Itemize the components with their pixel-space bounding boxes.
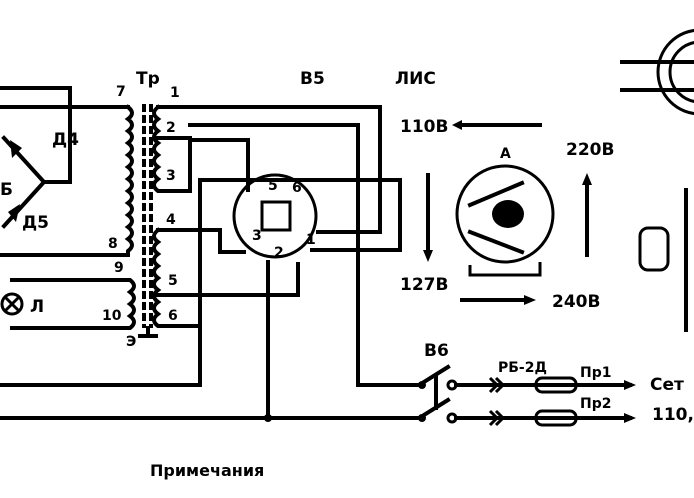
lamp-label: Л: [30, 297, 44, 317]
terminal-5: 5: [168, 273, 178, 289]
pin-label: 1: [306, 232, 316, 248]
fuse-type-label: РБ-2Д: [498, 360, 547, 376]
ground-label: Э: [126, 334, 136, 350]
pin-label: 6: [292, 180, 302, 196]
pin-label: 2: [274, 245, 284, 261]
position-220v: 220В: [566, 140, 614, 160]
selector-type-label: ЛИС: [395, 69, 436, 89]
switch-label: В6: [424, 341, 449, 361]
terminal-7: 7: [116, 84, 126, 100]
mains-label: Сет: [650, 375, 684, 395]
notes-title: Примечания: [150, 461, 264, 480]
lamp: Л: [0, 292, 44, 317]
diode-d5-label: Д5: [22, 213, 49, 233]
position-127v: 127В: [400, 275, 448, 295]
rectifier-bridge: Д4 Д5 Б: [0, 86, 130, 233]
position-110v: 110В: [400, 117, 448, 137]
pin-label: 3: [252, 228, 262, 244]
terminal-4: 4: [166, 212, 176, 228]
terminal-10: 10: [102, 308, 122, 324]
transformer-label: Тр: [136, 69, 160, 89]
dial-mark: A: [500, 146, 511, 162]
selector-dial: A 110В 220В 127В 240В: [400, 117, 614, 312]
partial-component: [620, 28, 694, 332]
terminal-6: 6: [168, 308, 178, 324]
node-label: Б: [0, 180, 13, 200]
transformer: Тр 7 1 2 3 4 5 6 8 9 10 Э: [0, 69, 202, 350]
terminal-2: 2: [166, 120, 176, 136]
terminal-3: 3: [166, 168, 176, 184]
terminal-1: 1: [170, 85, 180, 101]
power-input: В6 РБ-2Д Пр1 Пр2 Сет 110,: [418, 341, 694, 427]
diode-d4-label: Д4: [52, 130, 79, 150]
selector-label: В5: [300, 69, 325, 89]
terminal-8: 8: [108, 236, 118, 252]
position-240v: 240В: [552, 292, 600, 312]
pin-label: 5: [268, 178, 278, 194]
voltage-selector-socket: В5 ЛИС 5 6 3 2 1: [0, 69, 436, 422]
fuse-2-label: Пр2: [580, 396, 611, 412]
fuse-1-label: Пр1: [580, 365, 611, 381]
mains-voltage-label: 110,: [652, 405, 694, 425]
terminal-9: 9: [114, 260, 124, 276]
